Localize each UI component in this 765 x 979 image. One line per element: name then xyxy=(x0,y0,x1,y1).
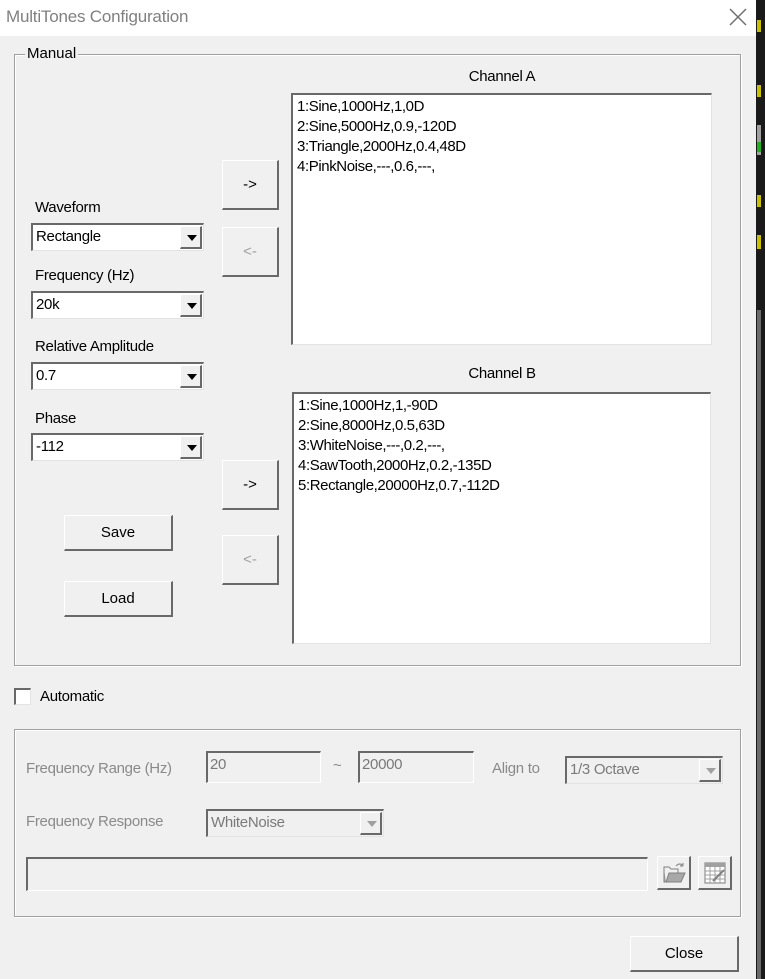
remove-from-channel-a-button[interactable]: <- xyxy=(222,227,279,277)
list-item[interactable]: 1:Sine,1000Hz,1,0D xyxy=(297,98,425,115)
chevron-down-icon[interactable] xyxy=(180,294,202,317)
phase-label: Phase xyxy=(35,410,77,427)
manual-group-legend: Manual xyxy=(25,45,79,62)
strip-mark xyxy=(757,20,761,32)
chevron-down-icon[interactable] xyxy=(180,436,202,459)
chevron-down-icon[interactable] xyxy=(699,759,721,782)
folder-open-icon xyxy=(663,863,686,883)
frequency-dropdown[interactable]: 20k xyxy=(31,291,204,319)
range-from-input[interactable]: 20 xyxy=(206,751,321,783)
frequency-value: 20k xyxy=(36,296,60,313)
table-edit-icon xyxy=(704,862,726,884)
frequency-response-label: Frequency Response xyxy=(26,813,164,830)
list-item[interactable]: 3:WhiteNoise,---,0.2,---, xyxy=(298,437,445,454)
frequency-label: Frequency (Hz) xyxy=(35,267,135,284)
strip-mark xyxy=(757,142,761,152)
close-button[interactable]: Close xyxy=(630,936,739,972)
list-item[interactable]: 4:SawTooth,2000Hz,0.2,-135D xyxy=(298,457,492,474)
frequency-response-dropdown[interactable]: WhiteNoise xyxy=(206,809,384,837)
add-to-channel-b-button[interactable]: -> xyxy=(222,460,279,510)
save-button[interactable]: Save xyxy=(64,515,173,551)
title-bar xyxy=(0,0,756,36)
waveform-value: Rectangle xyxy=(36,228,101,245)
channel-b-list[interactable]: 1:Sine,1000Hz,1,-90D 2:Sine,8000Hz,0.5,6… xyxy=(292,392,711,644)
range-from-value: 20 xyxy=(210,756,227,773)
channel-a-list[interactable]: 1:Sine,1000Hz,1,0D 2:Sine,5000Hz,0.9,-12… xyxy=(291,93,712,345)
list-item[interactable]: 2:Sine,8000Hz,0.5,63D xyxy=(298,417,445,434)
amplitude-dropdown[interactable]: 0.7 xyxy=(31,362,204,390)
strip-mark xyxy=(757,310,761,979)
amplitude-value: 0.7 xyxy=(36,367,56,384)
list-item[interactable]: 5:Rectangle,20000Hz,0.7,-112D xyxy=(298,477,500,494)
frequency-range-label: Frequency Range (Hz) xyxy=(26,760,172,777)
strip-mark xyxy=(757,235,761,249)
list-item[interactable]: 4:PinkNoise,---,0.6,---, xyxy=(297,158,435,175)
load-button[interactable]: Load xyxy=(64,581,173,617)
automatic-groupbox xyxy=(14,729,741,917)
waveform-dropdown[interactable]: Rectangle xyxy=(31,223,204,251)
strip-mark xyxy=(757,125,761,155)
frequency-response-value: WhiteNoise xyxy=(211,814,285,831)
align-to-dropdown[interactable]: 1/3 Octave xyxy=(565,756,723,784)
manual-groupbox xyxy=(14,54,741,666)
phase-dropdown[interactable]: -112 xyxy=(31,433,204,461)
range-separator: ~ xyxy=(333,757,342,774)
close-window-button[interactable] xyxy=(724,3,752,31)
file-path-input[interactable] xyxy=(26,857,648,891)
phase-value: -112 xyxy=(36,438,64,455)
channel-b-title: Channel B xyxy=(468,365,536,382)
list-item[interactable]: 2:Sine,5000Hz,0.9,-120D xyxy=(297,118,457,135)
close-x-icon xyxy=(729,8,747,26)
channel-a-title: Channel A xyxy=(468,68,536,85)
open-file-button[interactable] xyxy=(657,856,691,890)
window-title: MultiTones Configuration xyxy=(6,7,189,26)
align-to-label: Align to xyxy=(492,760,540,777)
strip-mark xyxy=(757,85,761,97)
range-to-value: 20000 xyxy=(362,756,403,773)
list-item[interactable]: 1:Sine,1000Hz,1,-90D xyxy=(298,397,438,414)
table-edit-button[interactable] xyxy=(698,856,732,890)
amplitude-label: Relative Amplitude xyxy=(35,338,154,355)
chevron-down-icon[interactable] xyxy=(360,812,382,835)
automatic-label[interactable]: Automatic xyxy=(40,688,104,705)
automatic-checkbox[interactable] xyxy=(14,688,31,705)
chevron-down-icon[interactable] xyxy=(180,226,202,249)
align-to-value: 1/3 Octave xyxy=(570,761,640,778)
add-to-channel-a-button[interactable]: -> xyxy=(222,160,279,210)
waveform-label: Waveform xyxy=(35,199,101,216)
chevron-down-icon[interactable] xyxy=(180,365,202,388)
range-to-input[interactable]: 20000 xyxy=(358,751,474,783)
list-item[interactable]: 3:Triangle,2000Hz,0.4,48D xyxy=(297,138,466,155)
remove-from-channel-b-button[interactable]: <- xyxy=(222,535,279,585)
strip-mark xyxy=(757,195,761,207)
